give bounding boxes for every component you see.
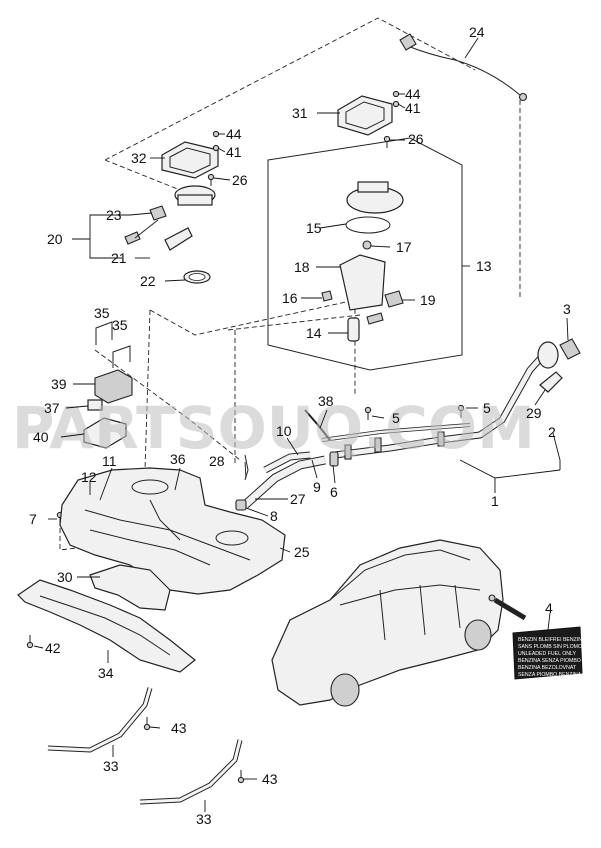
callout-31: 31 <box>292 105 308 121</box>
callout-33-bottom: 33 <box>196 811 212 827</box>
under-cover <box>17 579 196 673</box>
callout-42: 42 <box>45 640 61 656</box>
callout-26-left: 26 <box>232 172 248 188</box>
callout-43-bottom: 43 <box>262 771 278 787</box>
assembly-dashed-lines <box>59 17 521 561</box>
callout-20: 20 <box>47 231 63 247</box>
callout-19: 19 <box>420 292 436 308</box>
fuel-label-line-1: BENZIN BLEIFREI BENZINE <box>518 637 586 643</box>
callout-26-top: 26 <box>408 131 424 147</box>
callout-18: 18 <box>294 259 310 275</box>
callout-13: 13 <box>476 258 492 274</box>
fuel-label: BENZIN BLEIFREI BENZINE SANS PLOMB SIN P… <box>512 626 586 680</box>
callout-25: 25 <box>294 544 310 560</box>
fuel-label-line-2: SANS PLOMB SIN PLOMO <box>518 644 582 650</box>
callout-44-left: 44 <box>226 126 242 142</box>
fuel-label-line-3: UNLEADED FUEL ONLY <box>518 651 576 657</box>
pump-assembly-box <box>267 137 463 371</box>
callout-14: 14 <box>306 325 322 341</box>
callout-11: 11 <box>102 453 117 469</box>
fuel-label-line-4: BENZINA SENZA PIOMBO <box>518 658 581 664</box>
screws <box>26 90 465 784</box>
callout-10: 10 <box>276 423 292 439</box>
callout-numbers: 24 44 41 31 26 44 41 32 26 23 20 21 22 1… <box>29 24 571 827</box>
callout-23: 23 <box>106 207 122 223</box>
callout-15: 15 <box>306 220 322 236</box>
callout-2: 2 <box>548 424 556 440</box>
callout-22: 22 <box>140 273 156 289</box>
fuel-pump-module <box>321 181 404 342</box>
callout-39: 39 <box>51 376 67 392</box>
callout-41-top: 41 <box>405 100 421 116</box>
cover-plate-31 <box>337 95 393 136</box>
callout-8: 8 <box>270 508 278 524</box>
callout-27: 27 <box>290 491 306 507</box>
callout-44-top: 44 <box>405 86 421 102</box>
callout-5-left: 5 <box>392 410 400 426</box>
canister-parts <box>83 321 133 449</box>
callout-43-top: 43 <box>171 720 187 736</box>
callout-21: 21 <box>111 250 127 266</box>
callout-38: 38 <box>318 393 334 409</box>
callout-29: 29 <box>526 405 542 421</box>
callout-16: 16 <box>282 290 298 306</box>
cover-plate-32 <box>161 141 219 179</box>
callout-35-left: 35 <box>94 305 110 321</box>
callout-35-right: 35 <box>112 317 128 333</box>
callout-33-top: 33 <box>103 758 119 774</box>
callout-40: 40 <box>33 429 49 445</box>
vent-hose-part <box>399 33 528 102</box>
fuel-sender-assembly <box>124 185 216 284</box>
tank-straps <box>47 687 243 805</box>
callout-7: 7 <box>29 511 37 527</box>
fuel-label-line-6: SENZA PIOMBO BENZINA <box>518 672 582 678</box>
callout-32: 32 <box>131 150 147 166</box>
callout-17: 17 <box>396 239 412 255</box>
callout-28: 28 <box>209 453 225 469</box>
heat-shield <box>89 564 171 611</box>
callout-1: 1 <box>491 493 499 509</box>
callout-41-left: 41 <box>226 144 242 160</box>
fuel-label-line-5: BENZINA BEZOLOVNAT <box>518 665 577 671</box>
vehicle-illustration <box>271 539 527 707</box>
filler-neck <box>321 338 581 460</box>
callout-12: 12 <box>81 469 97 485</box>
callout-6: 6 <box>330 484 338 500</box>
callout-34: 34 <box>98 665 114 681</box>
callout-4: 4 <box>545 600 553 616</box>
callout-5-right: 5 <box>483 400 491 416</box>
callout-30: 30 <box>57 569 73 585</box>
callout-24: 24 <box>469 24 485 40</box>
watermark: PARTSOUQ.COM <box>12 394 535 462</box>
callout-9: 9 <box>313 479 321 495</box>
callout-36: 36 <box>170 451 186 467</box>
fuel-tank <box>59 467 286 595</box>
leader-lines <box>33 37 569 812</box>
callout-3: 3 <box>563 301 571 317</box>
callout-37: 37 <box>44 400 60 416</box>
